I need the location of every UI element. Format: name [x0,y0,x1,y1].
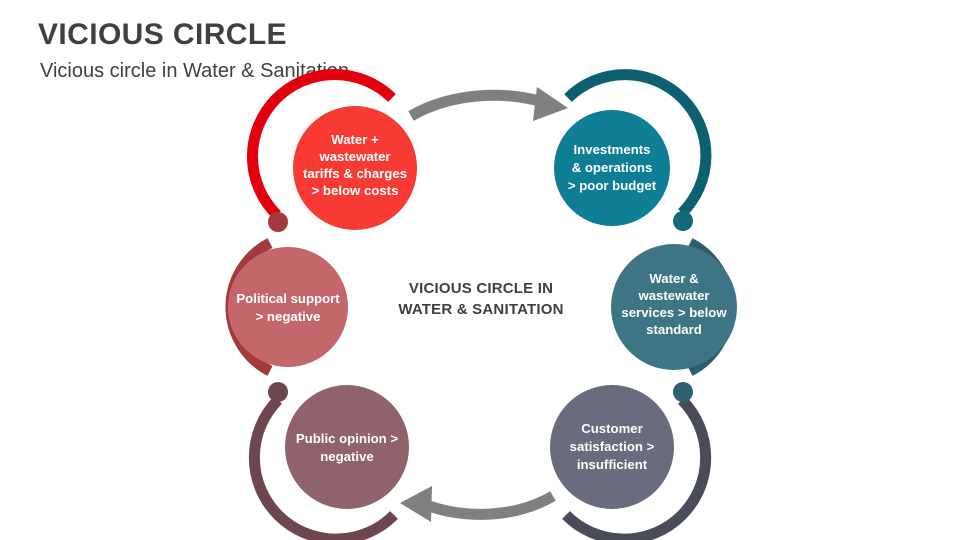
node-investments[interactable]: Investments & operations > poor budget [554,110,670,226]
dot-investments-to-services [673,211,693,231]
arc-public-opinion [248,396,398,540]
node-customer[interactable]: Customer satisfaction > insufficient [550,385,674,509]
node-political-support-line-1: Political support [236,291,340,306]
node-public-opinion-circle[interactable] [285,385,409,509]
node-political-support-line-2: > negative [256,309,321,324]
arc-tariffs [246,69,396,219]
node-investments-circle[interactable] [554,110,670,226]
node-services-circle[interactable] [611,244,737,370]
node-customer-line-3: insufficient [577,457,648,472]
node-services-line-1: Water & [649,271,699,286]
center-label: VICIOUS CIRCLE IN WATER & SANITATION [398,280,563,318]
node-services-line-3: services > below [621,305,727,320]
node-public-opinion-line-1: Public opinion > [296,431,399,446]
dot-political-to-public [268,382,288,402]
node-political-support-circle[interactable] [228,247,348,367]
center-label-line-2: WATER & SANITATION [398,301,563,318]
node-services-line-4: standard [646,322,702,337]
node-tariffs-circle[interactable] [293,106,417,230]
node-tariffs-line-2: wastewater [318,149,390,164]
dot-services-to-customer [673,382,693,402]
node-investments-line-1: Investments [574,142,651,157]
node-public-opinion-line-2: negative [320,449,374,464]
node-customer-line-1: Customer [581,421,643,436]
node-tariffs-line-4: > below costs [312,183,399,198]
node-customer-circle[interactable] [550,385,674,509]
node-investments-line-3: > poor budget [568,178,657,193]
node-tariffs[interactable]: Water + wastewater tariffs & charges > b… [293,106,417,230]
node-customer-line-2: satisfaction > [570,439,655,454]
bottom-arrow [400,486,556,522]
center-label-line-1: VICIOUS CIRCLE IN [409,280,553,297]
arc-investments [564,69,712,217]
node-political-support[interactable]: Political support > negative [228,247,348,367]
node-investments-line-2: & operations [572,160,653,175]
node-tariffs-line-3: tariffs & charges [303,166,407,181]
page-subtitle: Vicious circle in Water & Sanitation [40,60,350,82]
node-services-line-2: wastewater [637,288,709,303]
dot-tariffs-to-political [268,212,288,232]
arc-customer [562,396,712,540]
node-tariffs-line-1: Water + [331,132,379,147]
node-services[interactable]: Water & wastewater services > below stan… [611,244,737,370]
top-arrow [408,87,568,121]
page-title: VICIOUS CIRCLE [38,18,287,51]
node-public-opinion[interactable]: Public opinion > negative [285,385,409,509]
